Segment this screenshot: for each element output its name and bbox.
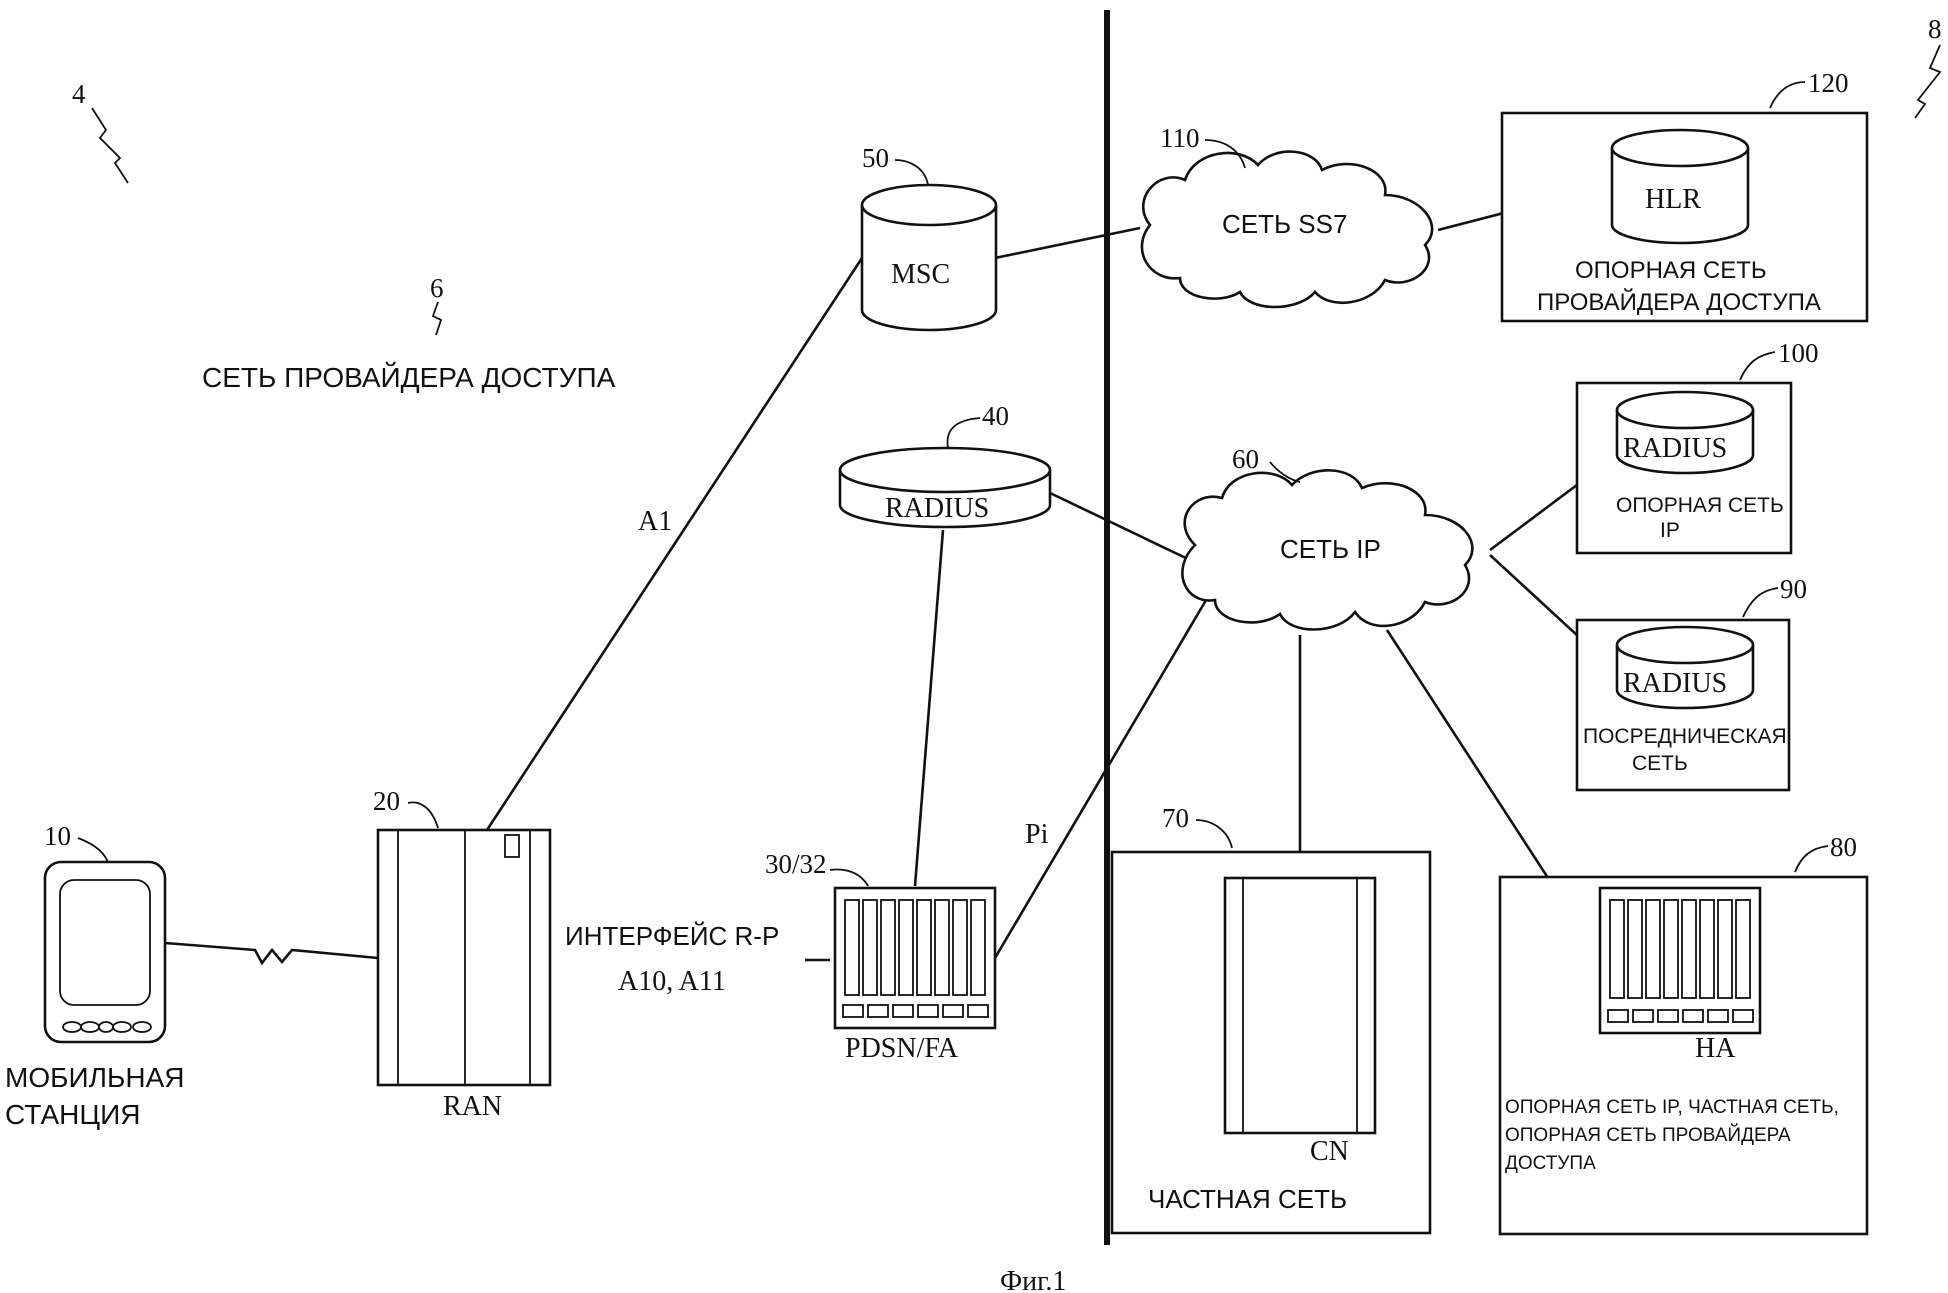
hlr-cylinder: [1610, 128, 1750, 245]
label-home-line1: ОПОРНАЯ СЕТЬ IP, ЧАСТНАЯ СЕТЬ,: [1505, 1097, 1839, 1118]
leader-10: [77, 837, 109, 863]
radius-server-90: [1615, 625, 1755, 710]
label-mobile-line1: МОБИЛЬНАЯ: [5, 1062, 184, 1093]
label-pdsn: PDSN/FA: [845, 1033, 959, 1064]
label-pi: Pi: [1025, 819, 1049, 850]
reference-leaders: [77, 44, 1942, 887]
label-rp-line1: ИНТЕРФЕЙС R-P: [565, 921, 779, 951]
home-network-box: [1498, 875, 1869, 1236]
label-ran: RAN: [443, 1091, 502, 1122]
pdsn-equipment: [833, 886, 997, 1030]
hlr-network-box: [1500, 111, 1869, 323]
figure-caption: Фиг.1: [1000, 1266, 1066, 1293]
leader-80: [1794, 845, 1829, 873]
link-pdsn-ip: [993, 589, 1214, 959]
label-hlr-net-line2: ПРОВАЙДЕРА ДОСТУПА: [1537, 288, 1821, 316]
link-ran-msc: [485, 257, 864, 831]
radius-server-40: [838, 446, 1052, 529]
ref-system: 4: [72, 79, 86, 109]
ref-ss7: 110: [1160, 123, 1200, 153]
pdsn-card-slots: [844, 899, 986, 996]
label-home-line2: ОПОРНАЯ СЕТЬ ПРОВАЙДЕРА: [1505, 1124, 1791, 1146]
label-ip-net: СЕТЬ IP: [1280, 534, 1381, 564]
label-msc: MSC: [891, 259, 950, 290]
cn-equipment: [1223, 876, 1377, 1135]
leader-50: [894, 159, 929, 186]
mobile-keypad-icon: [62, 1021, 152, 1033]
label-a1: A1: [638, 506, 672, 537]
ip-home-network-box: [1575, 381, 1793, 555]
label-access-network: СЕТЬ ПРОВАЙДЕРА ДОСТУПА: [202, 362, 616, 393]
ref-access-network: 6: [430, 273, 444, 303]
leader-20: [407, 801, 439, 829]
ha-card-slots: [1609, 899, 1751, 999]
link-radius-ip: [1049, 491, 1191, 562]
ref-msc: 50: [862, 143, 889, 173]
leader-70: [1195, 819, 1233, 849]
link-msc-ss7: [994, 226, 1141, 260]
connections: [164, 183, 1618, 966]
leader-120: [1769, 81, 1806, 109]
ref-radius-local: 40: [982, 401, 1009, 431]
ref-ran: 20: [373, 786, 400, 816]
radius-server-100: [1615, 390, 1755, 475]
label-cn: CN: [1310, 1136, 1349, 1167]
leader-90: [1742, 587, 1779, 618]
ha-equipment: [1598, 886, 1762, 1035]
mobile-station: [43, 860, 167, 1044]
ha-ports: [1607, 1009, 1754, 1023]
label-broker-line1: ПОСРЕДНИЧЕСКАЯ: [1583, 725, 1787, 748]
label-radius-90: RADIUS: [1623, 668, 1727, 699]
ref-ip-side: 8: [1928, 14, 1942, 44]
leader-arrow-6: [431, 301, 443, 336]
link-radius-pdsn: [913, 529, 945, 887]
ref-ip-home-net: 100: [1778, 338, 1819, 368]
pdsn-ports: [842, 1004, 989, 1018]
label-private-net: ЧАСТНАЯ СЕТЬ: [1148, 1184, 1347, 1214]
ref-private-net: 70: [1162, 803, 1189, 833]
label-radius-40: RADIUS: [885, 493, 989, 524]
msc-cylinder: [860, 183, 998, 332]
labels: СЕТЬ ПРОВАЙДЕРА ДОСТУПА МОБИЛЬНАЯ СТАНЦИ…: [5, 184, 1839, 1293]
leader-30: [829, 868, 869, 887]
ss7-cloud: [1140, 150, 1434, 309]
leader-60: [1269, 461, 1301, 483]
label-ss7: СЕТЬ SS7: [1222, 209, 1347, 239]
ref-pdsn: 30/32: [765, 849, 827, 879]
leader-100: [1739, 351, 1776, 381]
label-rp-line2: A10, A11: [618, 966, 726, 997]
label-broker-line2: СЕТЬ: [1632, 752, 1688, 775]
label-radius-100: RADIUS: [1623, 433, 1727, 464]
ref-home-net: 80: [1830, 832, 1857, 862]
reference-numbers: 4 6 8 10 20 30/32 40 50 60 110 120 100 9…: [44, 14, 1942, 879]
label-home-line3: ДОСТУПА: [1505, 1153, 1596, 1174]
label-ip-home-line2: IP: [1660, 519, 1680, 542]
ran-equipment: [376, 828, 552, 1087]
ref-mobile: 10: [44, 821, 71, 851]
leader-arrow-8: [1914, 44, 1942, 119]
label-ha: HA: [1695, 1033, 1736, 1064]
broker-network-box: [1575, 618, 1791, 792]
leader-110: [1204, 139, 1246, 169]
leader-arrow-4: [91, 107, 129, 184]
label-mobile-line2: СТАНЦИЯ: [5, 1099, 140, 1130]
link-wireless-mobile-ran: [164, 941, 379, 966]
label-ip-home-line1: ОПОРНАЯ СЕТЬ: [1616, 494, 1784, 517]
label-hlr-net-line1: ОПОРНАЯ СЕТЬ: [1575, 257, 1767, 284]
private-network-box: [1110, 850, 1432, 1235]
ref-broker-net: 90: [1780, 574, 1807, 604]
ref-ip-net: 60: [1232, 444, 1259, 474]
leader-40: [946, 417, 981, 449]
ip-cloud: [1181, 469, 1474, 631]
label-hlr: HLR: [1645, 184, 1701, 215]
ref-hlr-net: 120: [1808, 68, 1849, 98]
